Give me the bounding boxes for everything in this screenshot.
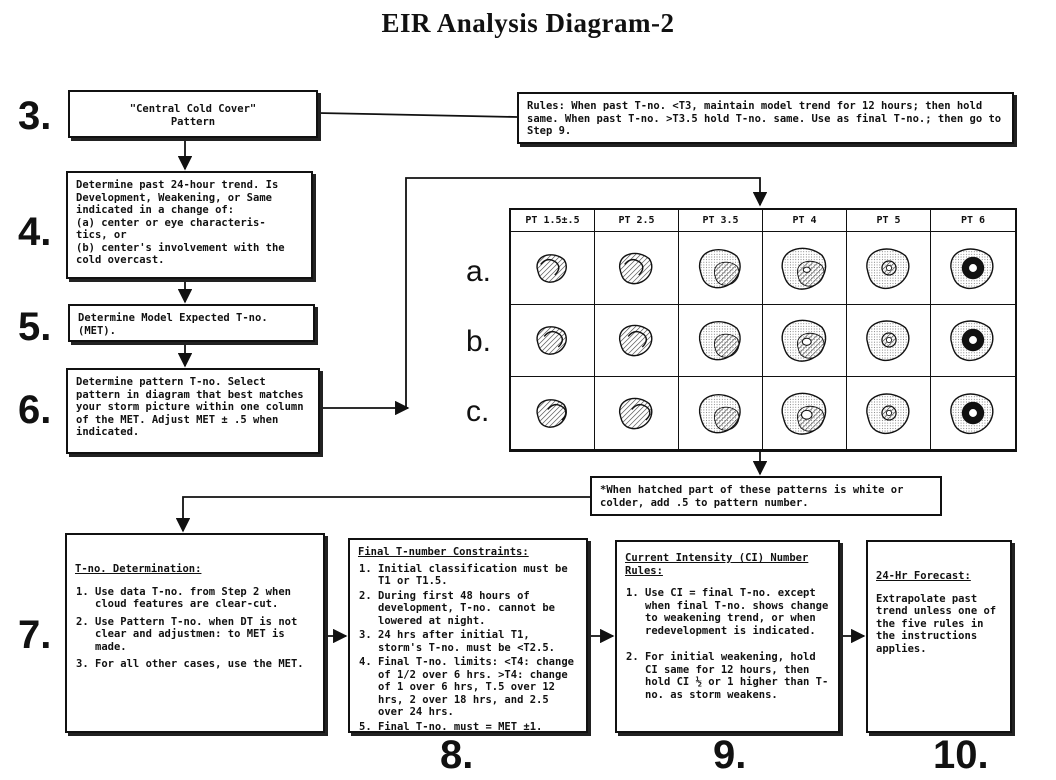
step-8-header: Final T-number Constraints: [358,546,529,558]
pattern-sketch [679,377,763,450]
step-4-item-b: (b) center's involvement with the cold o… [76,241,285,267]
pattern-sketch [931,305,1015,378]
step-3-line-1: "Central Cold Cover" [129,103,257,115]
step-3-line-2: Pattern [170,115,216,128]
storm-pattern-drawing [950,393,994,435]
pattern-grid: PT 1.5±.5 PT 2.5 PT 3.5 PT 4 PT 5 PT 6 [509,208,1017,452]
step-10-header: 24-Hr Forecast: [876,570,971,582]
storm-pattern-drawing [535,399,567,428]
storm-pattern-drawing [781,320,826,363]
hatched-note-text: *When hatched part of these patterns is … [600,484,904,509]
step-5-text: Determine Model Expected T-no. (MET). [78,312,268,337]
step-9-header: Current Intensity (CI) Number Rules: [625,552,809,577]
pattern-sketch [763,232,847,305]
step-9-box: Current Intensity (CI) Number Rules: Use… [615,540,840,733]
link-3-rules [317,112,518,118]
step-number-5: 5. [18,305,52,349]
row-label-c: c. [466,395,490,428]
arrow-6-grid [320,177,768,409]
step-7-item: Use Pattern T-no. when DT is not clear a… [95,616,315,654]
rules-box: Rules: When past T-no. <T3, maintain mod… [517,92,1014,144]
step-6-text: Determine pattern T-no. Select pattern i… [76,376,304,438]
column-header: PT 2.5 [595,210,679,232]
column-header: PT 3.5 [679,210,763,232]
step-number-3: 3. [18,94,52,138]
storm-pattern-drawing [865,248,910,289]
storm-pattern-drawing [950,248,994,289]
step-4-intro: Determine past 24-hour trend. Is Develop… [76,179,279,216]
storm-pattern-drawing [535,253,567,283]
storm-pattern-drawing [698,248,741,289]
step-number-10: 10. [933,733,989,777]
column-header: PT 6 [931,210,1015,232]
pattern-sketch [763,377,847,450]
step-7-item: For all other cases, use the MET. [95,658,315,671]
pattern-sketch [847,304,931,378]
storm-pattern-drawing [865,320,910,362]
step-8-item: Initial classification must be T1 or T1.… [378,563,578,588]
storm-pattern-drawing [781,247,826,290]
step-8-item: During first 48 hours of development, T-… [378,590,578,628]
pattern-sketch [595,304,679,378]
storm-pattern-drawing [535,326,567,356]
column-header: PT 4 [763,210,847,232]
step-8-item: Final T-no. must = MET ±1. [378,721,578,734]
column-header: PT 5 [847,210,931,232]
step-4-box: Determine past 24-hour trend. Is Develop… [66,171,313,279]
storm-pattern-drawing [618,325,652,357]
step-7-header: T-no. Determination: [75,563,202,575]
pattern-sketch [511,304,595,378]
row-label-b: b. [466,325,492,358]
pattern-sketch [847,232,931,305]
pattern-sketch [931,377,1015,450]
step-10-box: 24-Hr Forecast: Extrapolate past trend u… [866,540,1012,733]
column-header: PT 1.5±.5 [511,210,595,232]
storm-pattern-drawing [618,397,652,430]
pattern-sketch [847,377,931,450]
rules-text: Rules: When past T-no. <T3, maintain mod… [527,100,1002,137]
step-8-box: Final T-number Constraints: Initial clas… [348,538,588,733]
pattern-sketch [595,232,679,305]
storm-pattern-drawing [781,392,826,435]
step-8-item: Final T-no. limits: <T4: change of 1/2 o… [378,656,578,719]
pattern-sketch [511,232,595,305]
step-7-box: T-no. Determination: Use data T-no. from… [65,533,325,733]
pattern-sketch [931,232,1015,305]
arrow-note-7 [175,496,590,533]
pattern-sketch [679,304,763,378]
storm-pattern-drawing [618,252,652,285]
diagram-title: EIR Analysis Diagram-2 [381,8,675,38]
step-5-box: Determine Model Expected T-no. (MET). [68,304,315,342]
pattern-sketch [763,304,847,378]
step-4-item-a: (a) center or eye characteris- tics, or [76,216,266,242]
step-number-7: 7. [18,613,52,657]
step-3-box: "Central Cold Cover" Pattern [68,90,318,138]
step-number-4: 4. [18,210,52,254]
storm-pattern-drawing [865,393,910,435]
step-9-item: For initial weakening, hold CI same for … [645,651,830,701]
row-label-a: a. [466,255,492,288]
step-number-9: 9. [713,733,747,777]
step-9-item: Use CI = final T-no. except when final T… [645,587,830,637]
step-6-box: Determine pattern T-no. Select pattern i… [66,368,320,454]
hatched-note-box: *When hatched part of these patterns is … [590,476,942,516]
pattern-sketch [511,377,595,450]
step-number-6: 6. [18,388,52,432]
pattern-sketch [595,377,679,450]
step-number-8: 8. [440,733,474,777]
storm-pattern-drawing [698,321,741,361]
storm-pattern-drawing [698,394,741,434]
storm-pattern-drawing [950,320,994,362]
step-7-item: Use data T-no. from Step 2 when cloud fe… [95,586,315,611]
pattern-sketch [679,232,763,305]
step-10-text: Extrapolate past trend unless one of the… [876,592,997,655]
step-8-item: 24 hrs after initial T1, storm's T-no. m… [378,629,578,654]
